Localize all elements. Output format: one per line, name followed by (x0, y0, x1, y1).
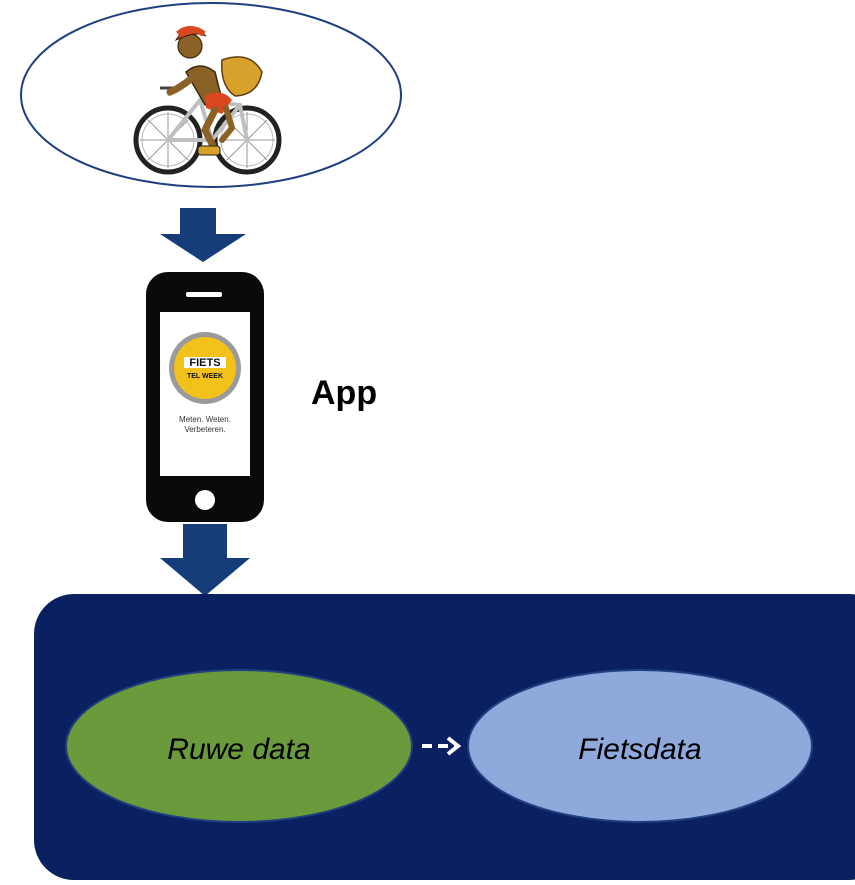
transform-arrow (422, 736, 462, 756)
bike-data-label: Fietsdata (578, 733, 701, 766)
flow-arrow-down-1 (160, 208, 246, 262)
cyclist-icon (133, 26, 282, 175)
raw-data-node (65, 669, 413, 823)
logo-line2: TEL WEEK (187, 373, 223, 380)
raw-data-label: Ruwe data (167, 733, 310, 766)
app-label: App (311, 374, 377, 412)
logo-tagline1: Meten. Weten. (179, 415, 231, 424)
logo-tagline2: Verbeteren. (184, 425, 225, 434)
flow-arrow-down-2 (160, 524, 250, 596)
bike-data-node (467, 669, 813, 823)
logo-line1: FIETS (189, 357, 220, 369)
fietstelweek-logo: FIETS TEL WEEK Meten. Weten. Verbeteren. (169, 332, 241, 434)
